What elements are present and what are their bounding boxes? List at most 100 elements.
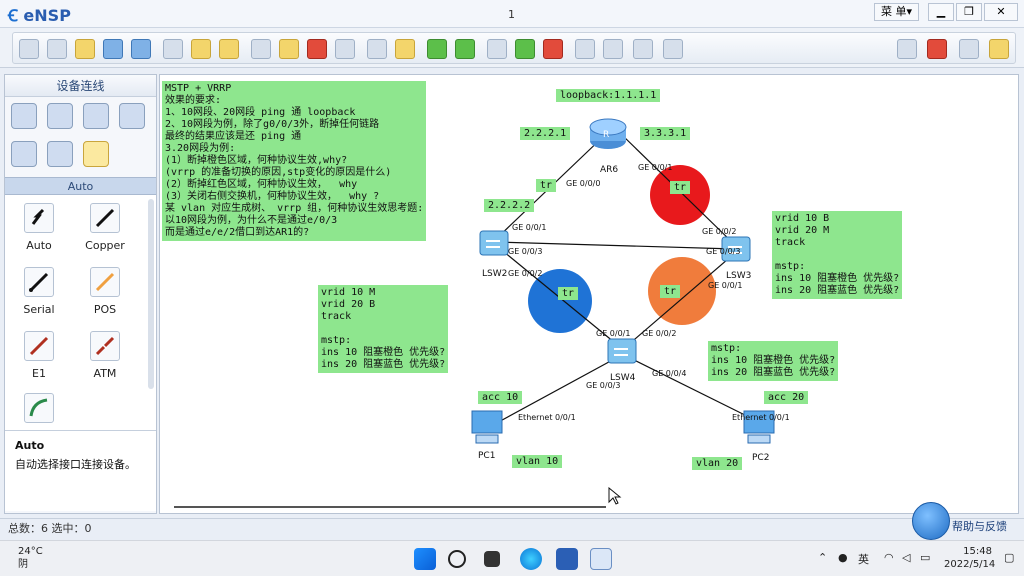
cable-e1[interactable]: E1 bbox=[7, 331, 71, 380]
acc10-label[interactable]: acc 10 bbox=[478, 391, 523, 404]
orange-region bbox=[648, 257, 716, 325]
hand-pan-icon[interactable] bbox=[279, 39, 299, 59]
stop-device-icon[interactable] bbox=[543, 39, 563, 59]
new-lab-icon[interactable] bbox=[47, 39, 67, 59]
cable-ctl[interactable] bbox=[7, 393, 71, 423]
menu-button[interactable]: 菜 单▾ bbox=[874, 3, 920, 21]
ip-right-label[interactable]: 3.3.3.1 bbox=[640, 127, 691, 140]
save-as-icon[interactable] bbox=[131, 39, 151, 59]
delete-icon[interactable] bbox=[307, 39, 327, 59]
cable-list-scrollbar[interactable] bbox=[148, 199, 154, 389]
pc-category-icon[interactable] bbox=[11, 141, 37, 167]
router-category-icon[interactable] bbox=[11, 103, 37, 129]
topology-graphics: R bbox=[174, 118, 775, 508]
tray-app-icon[interactable]: ● bbox=[838, 551, 848, 564]
cable-pos[interactable]: POS bbox=[73, 267, 137, 316]
switch-lsw4[interactable] bbox=[607, 338, 637, 364]
vlan20-label[interactable]: vlan 20 bbox=[692, 457, 743, 470]
lsw4-label: LSW4 bbox=[610, 373, 636, 383]
task-view-icon[interactable] bbox=[484, 551, 500, 567]
router-ar6[interactable]: R bbox=[589, 118, 627, 149]
help-feedback[interactable]: 帮助与反馈 bbox=[912, 502, 1022, 540]
volume-icon[interactable]: ◁ bbox=[902, 551, 911, 564]
search-icon[interactable] bbox=[448, 550, 466, 568]
tr-label-blue[interactable]: tr bbox=[558, 287, 579, 300]
pc-pc2[interactable] bbox=[743, 410, 775, 444]
chat-icon[interactable] bbox=[897, 39, 917, 59]
zoom-in-icon[interactable] bbox=[427, 39, 447, 59]
help-icon[interactable] bbox=[989, 39, 1009, 59]
loopback-label[interactable]: loopback:1.1.1.1 bbox=[556, 89, 661, 102]
gear-icon[interactable] bbox=[959, 39, 979, 59]
pc-pc1[interactable] bbox=[471, 410, 503, 444]
huawei-logo-icon[interactable] bbox=[927, 39, 947, 59]
ensp-taskbar-icon[interactable] bbox=[590, 548, 612, 570]
tray-chevron-icon[interactable]: ⌃ bbox=[818, 551, 828, 564]
new-topology-icon[interactable] bbox=[19, 39, 39, 59]
fit-view-icon[interactable] bbox=[487, 39, 507, 59]
port-lsw4-g2: GE 0/0/2 bbox=[642, 329, 677, 338]
port-lsw3-g1: GE 0/0/1 bbox=[708, 281, 743, 290]
system-clock[interactable]: 15:48 2022/5/14 bbox=[944, 545, 995, 571]
acc20-label[interactable]: acc 20 bbox=[764, 391, 809, 404]
device-category-grid bbox=[5, 97, 156, 177]
capture-icon[interactable] bbox=[575, 39, 595, 59]
switch-lsw2[interactable] bbox=[479, 230, 509, 256]
title-bar: Ꞓ eNSP 1 菜 单▾ ▁ ❐ ✕ bbox=[0, 0, 1024, 28]
port-lsw3-g3: GE 0/0/3 bbox=[706, 247, 741, 256]
help-globe-icon[interactable] bbox=[912, 502, 950, 540]
open-icon[interactable] bbox=[75, 39, 95, 59]
cli-icon[interactable] bbox=[663, 39, 683, 59]
wlan-category-icon[interactable] bbox=[83, 103, 109, 129]
lsw2-config-note[interactable]: vrid 10 M vrid 20 B track mstp: ins 10 阻… bbox=[318, 285, 449, 373]
ime-indicator[interactable]: 英 bbox=[858, 553, 869, 566]
cable-category-icon[interactable] bbox=[83, 141, 109, 167]
windows-start-icon[interactable] bbox=[414, 548, 436, 570]
help-feedback-label[interactable]: 帮助与反馈 bbox=[952, 520, 1007, 533]
port-ar6-g0: GE 0/0/0 bbox=[566, 179, 601, 188]
status-bar: 总数：6 选中：0 bbox=[0, 518, 1024, 540]
lsw3-config-note[interactable]: vrid 10 B vrid 20 M track mstp: ins 10 阻… bbox=[772, 211, 903, 299]
zoom-out-icon[interactable] bbox=[455, 39, 475, 59]
topology-canvas[interactable]: R MSTP + VRRP 效果 bbox=[159, 74, 1019, 514]
maximize-button[interactable]: ❐ bbox=[956, 3, 982, 21]
text-note-icon[interactable] bbox=[367, 39, 387, 59]
print-icon[interactable] bbox=[163, 39, 183, 59]
minimize-button[interactable]: ▁ bbox=[928, 3, 954, 21]
cloud-category-icon[interactable] bbox=[47, 141, 73, 167]
requirements-note[interactable]: MSTP + VRRP 效果的要求: 1、10网段、20网段 ping 通 lo… bbox=[162, 81, 427, 241]
tr-label-red[interactable]: tr bbox=[670, 181, 691, 194]
ip-lsw2-label[interactable]: 2.2.2.2 bbox=[484, 199, 535, 212]
tr-label-ar6-lsw2[interactable]: tr bbox=[536, 179, 557, 192]
wifi-icon[interactable]: ◠ bbox=[884, 551, 894, 564]
grid-icon[interactable] bbox=[633, 39, 653, 59]
delete-link-icon[interactable] bbox=[335, 39, 355, 59]
switch-lsw3[interactable] bbox=[721, 236, 751, 262]
notification-icon[interactable]: ▢ bbox=[1004, 551, 1015, 564]
pc2-label: PC2 bbox=[752, 453, 770, 463]
vlan10-label[interactable]: vlan 10 bbox=[512, 455, 563, 468]
cable-serial[interactable]: Serial bbox=[7, 267, 71, 316]
firewall-category-icon[interactable] bbox=[119, 103, 145, 129]
tr-label-orange[interactable]: tr bbox=[660, 285, 681, 298]
battery-icon[interactable]: ▭ bbox=[920, 551, 931, 564]
weather-widget[interactable]: 24°C 阴 bbox=[18, 545, 43, 571]
undo-icon[interactable] bbox=[191, 39, 211, 59]
redo-icon[interactable] bbox=[219, 39, 239, 59]
switch-category-icon[interactable] bbox=[47, 103, 73, 129]
cable-auto[interactable]: Auto bbox=[7, 203, 71, 252]
clock-time: 15:48 bbox=[963, 546, 992, 557]
lsw4-config-note[interactable]: mstp: ins 10 阻塞橙色 优先级? ins 20 阻塞蓝色 优先级? bbox=[708, 341, 839, 381]
word-icon[interactable] bbox=[556, 548, 578, 570]
cable-copper[interactable]: Copper bbox=[73, 203, 137, 252]
edge-browser-icon[interactable] bbox=[520, 548, 542, 570]
close-button[interactable]: ✕ bbox=[984, 3, 1018, 21]
topology-icon[interactable] bbox=[603, 39, 623, 59]
select-pointer-icon[interactable] bbox=[251, 39, 271, 59]
cable-atm[interactable]: ATM bbox=[73, 331, 137, 380]
ip-left-label[interactable]: 2.2.2.1 bbox=[520, 127, 571, 140]
save-icon[interactable] bbox=[103, 39, 123, 59]
section-title: Auto bbox=[5, 177, 156, 195]
start-device-icon[interactable] bbox=[515, 39, 535, 59]
rectangle-icon[interactable] bbox=[395, 39, 415, 59]
